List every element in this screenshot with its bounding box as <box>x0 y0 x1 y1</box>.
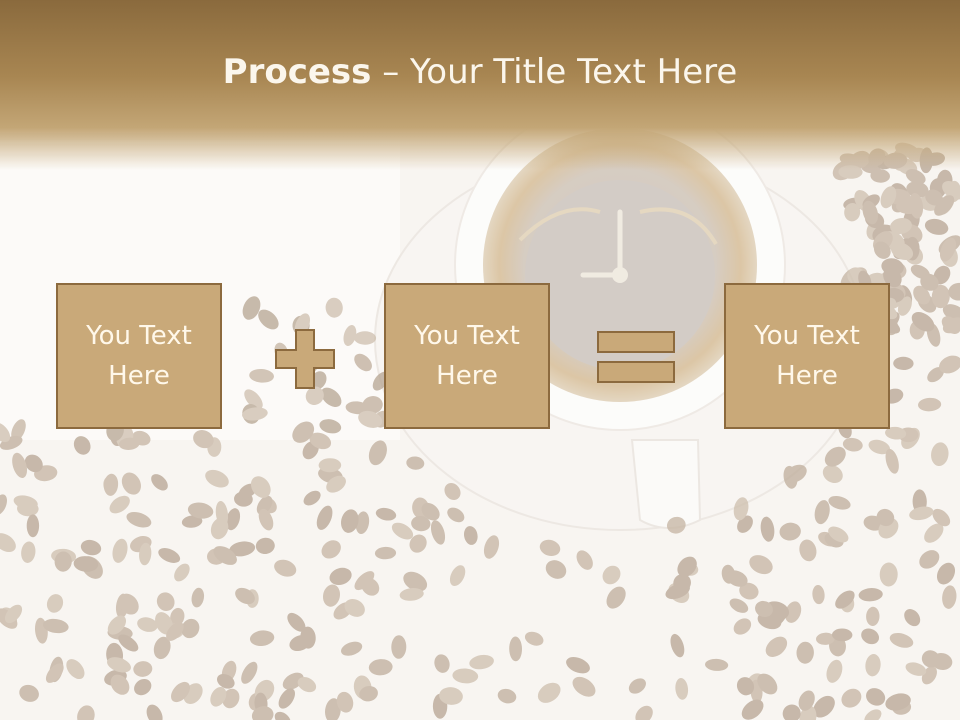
title-separator: – <box>371 52 411 92</box>
equals-icon <box>597 331 675 383</box>
process-step-box-1[interactable]: You Text Here <box>56 283 222 429</box>
slide-title: Process – Your Title Text Here <box>0 52 960 92</box>
process-step-box-2[interactable]: You Text Here <box>384 283 550 429</box>
title-bold: Process <box>222 52 372 92</box>
title-rest: Your Title Text Here <box>410 52 738 92</box>
plus-icon <box>275 329 335 389</box>
process-step-label-1: You Text Here <box>86 321 192 391</box>
process-step-box-3[interactable]: You Text Here <box>724 283 890 429</box>
process-step-label-2: You Text Here <box>414 321 520 391</box>
header-band <box>0 0 960 170</box>
process-step-label-3: You Text Here <box>754 321 860 391</box>
